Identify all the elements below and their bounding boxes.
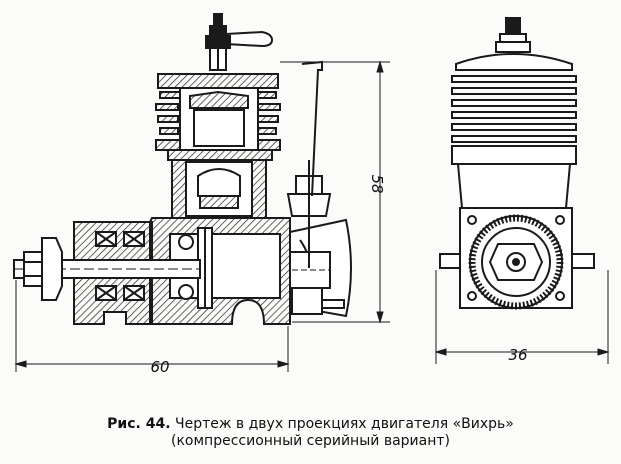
section-view — [13, 13, 352, 325]
crankcase — [149, 217, 291, 325]
compression-screw — [205, 13, 274, 71]
figure-caption: Рис. 44. Чертеж в двух проекциях двигате… — [0, 416, 621, 450]
end-view-fins — [451, 53, 577, 165]
end-view-lug-right — [571, 253, 595, 269]
end-view — [439, 17, 595, 310]
caption-line-2: (компрессионный серийный вариант) — [171, 433, 450, 449]
end-view-cylinder — [456, 163, 572, 209]
end-view-top-screw — [495, 17, 531, 53]
dimension-lines — [14, 60, 610, 372]
lever-rod — [301, 60, 323, 197]
dimension-label-side-width: 36 — [508, 346, 527, 364]
propeller-nut — [23, 237, 63, 301]
cylinder — [167, 87, 273, 219]
engine-drawing: 60 58 36 — [13, 13, 610, 376]
caption-line-1: Чертеж в двух проекциях двигателя «Вихрь… — [174, 416, 514, 432]
needle-valve — [286, 160, 345, 315]
end-view-lug-left — [439, 253, 461, 269]
dimension-label-width: 60 — [150, 358, 169, 376]
dimension-label-height: 58 — [368, 174, 386, 193]
caption-label: Рис. 44. — [107, 416, 171, 432]
end-view-flywheel — [468, 214, 564, 310]
